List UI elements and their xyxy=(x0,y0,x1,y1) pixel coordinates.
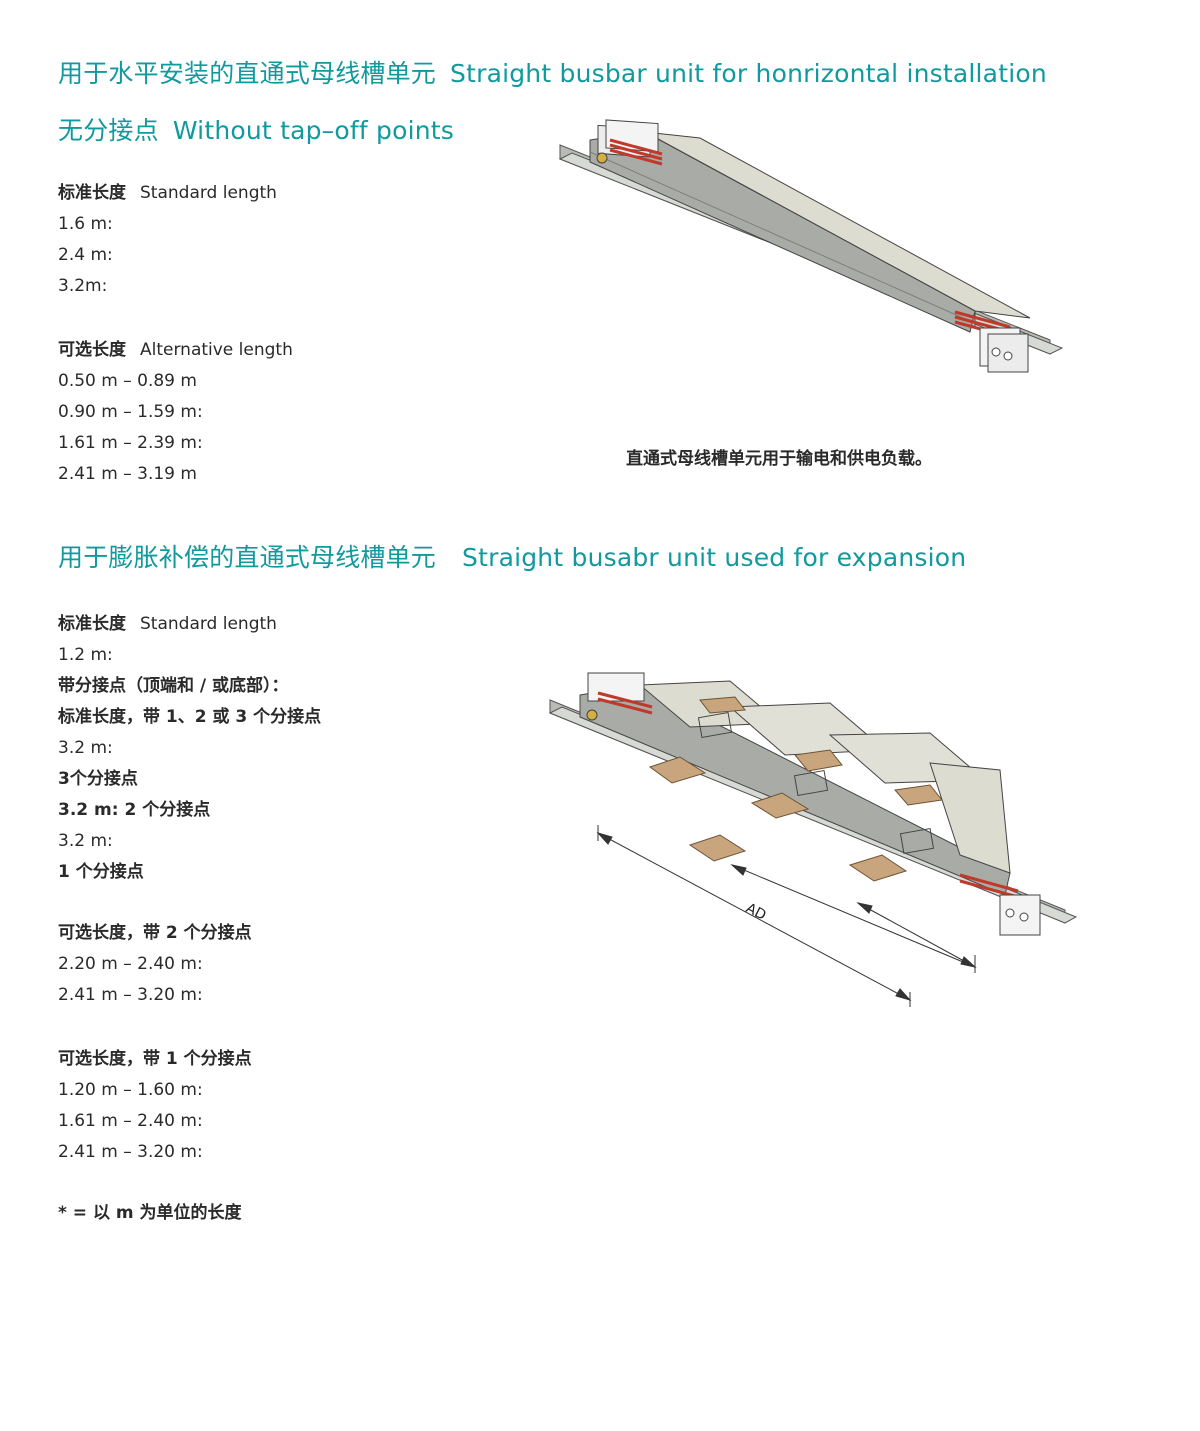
length-item: 3.2m: xyxy=(58,276,108,296)
section2-standard-label: 标准长度 Standard length xyxy=(58,609,321,640)
conductor-end-right xyxy=(954,310,1029,373)
length-item: 1.20 m – 1.60 m: xyxy=(58,1080,203,1100)
section1-alternative-lengths: 可选长度 Alternative length 0.50 m – 0.89 m 0… xyxy=(58,335,293,490)
section2-title-zh: 用于膨胀补偿的直通式母线槽单元 xyxy=(58,543,437,572)
standard-label-zh: 标准长度 xyxy=(58,614,126,634)
tap-off-heading: 带分接点（顶端和 / 或底部）： xyxy=(58,676,289,696)
section1-title: 用于水平安装的直通式母线槽单元 Straight busbar unit for … xyxy=(58,54,1047,90)
alt-label-zh: 可选长度 xyxy=(58,340,126,360)
footnote-text: * = 以 m 为单位的长度 xyxy=(58,1203,242,1223)
standard-label-en: Standard length xyxy=(140,183,277,203)
section1-subtitle-zh: 无分接点 xyxy=(58,116,159,145)
busbar-straight-illustration xyxy=(558,119,1064,373)
length-item: 2.41 m – 3.19 m xyxy=(58,464,197,484)
tap-off-grills xyxy=(697,711,935,855)
section2-title-en: Straight busabr unit used for expansion xyxy=(462,543,967,572)
tap-off-count: 3.2 m: 2 个分接点 xyxy=(58,800,211,820)
tap-off-count: 1 个分接点 xyxy=(58,862,144,882)
section1-standard-label: 标准长度 Standard length xyxy=(58,178,277,209)
dimension-label: AD xyxy=(743,900,768,923)
length-item: 2.41 m – 3.20 m: xyxy=(58,985,203,1005)
length-item: 2.4 m: xyxy=(58,245,113,265)
section1-title-en: Straight busbar unit for honrizontal ins… xyxy=(450,59,1047,88)
standard-label-zh: 标准长度 xyxy=(58,183,126,203)
conductor-end-left xyxy=(586,672,653,721)
standard-label-en: Standard length xyxy=(140,614,277,634)
dimension-lines xyxy=(596,825,977,1007)
length-item: 2.41 m – 3.20 m: xyxy=(58,1142,203,1162)
section2-title: 用于膨胀补偿的直通式母线槽单元 Straight busabr unit used… xyxy=(58,538,966,574)
tap-off-subheading: 标准长度，带 1、2 或 3 个分接点 xyxy=(58,707,322,727)
length-item: 1.61 m – 2.40 m: xyxy=(58,1111,203,1131)
alt-label-en: Alternative length xyxy=(140,340,293,360)
conductor-end-right xyxy=(959,873,1041,936)
length-item: 1.2 m: xyxy=(58,645,113,665)
section2-lengths: 标准长度 Standard length 1.2 m: 带分接点（顶端和 / 或底… xyxy=(58,609,321,888)
section1-subtitle: 无分接点 Without tap–off points xyxy=(58,111,454,147)
tap-off-points xyxy=(648,696,943,882)
length-item: 0.50 m – 0.89 m xyxy=(58,371,197,391)
section1-subtitle-en: Without tap–off points xyxy=(172,116,454,145)
length-item: 3.2 m: xyxy=(58,831,113,851)
length-item: 3.2 m: xyxy=(58,738,113,758)
busbar-expansion-illustration: AD xyxy=(548,672,1078,1007)
length-item: 2.20 m – 2.40 m: xyxy=(58,954,203,974)
section1-title-zh: 用于水平安装的直通式母线槽单元 xyxy=(58,59,437,88)
footnote: * = 以 m 为单位的长度 xyxy=(58,1198,242,1229)
section2-alt1-lengths: 可选长度，带 1 个分接点 1.20 m – 1.60 m: 1.61 m – … xyxy=(58,1044,252,1168)
conductor-end-left xyxy=(596,119,663,166)
section1-caption: 直通式母线槽单元用于输电和供电负载。 xyxy=(626,449,932,469)
section1-alt-label: 可选长度 Alternative length xyxy=(58,335,293,366)
length-item: 1.6 m: xyxy=(58,214,113,234)
section1-standard-lengths: 标准长度 Standard length 1.6 m: 2.4 m: 3.2m: xyxy=(58,178,277,302)
length-item: 1.61 m – 2.39 m: xyxy=(58,433,203,453)
tap-off-count: 3个分接点 xyxy=(58,769,138,789)
alt1-label: 可选长度，带 1 个分接点 xyxy=(58,1049,252,1069)
section2-alt2-lengths: 可选长度，带 2 个分接点 2.20 m – 2.40 m: 2.41 m – … xyxy=(58,918,252,1011)
alt2-label: 可选长度，带 2 个分接点 xyxy=(58,923,252,943)
length-item: 0.90 m – 1.59 m: xyxy=(58,402,203,422)
